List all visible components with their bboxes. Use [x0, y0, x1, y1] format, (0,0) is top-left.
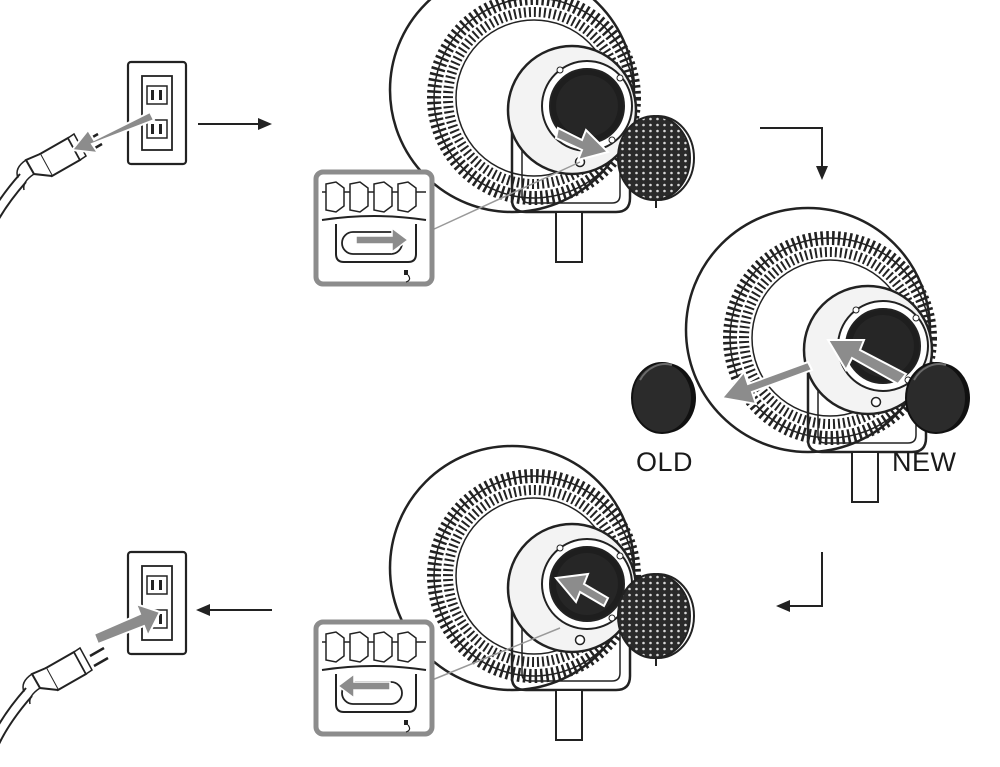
pull-arrow-icon — [70, 110, 156, 155]
flow-arrow-2 — [760, 127, 823, 168]
new-filter-icon — [905, 362, 971, 434]
step-install-filter — [316, 446, 695, 740]
inset-leader-line — [431, 161, 581, 231]
arrowhead-left-icon — [196, 604, 210, 616]
arrowhead-left-icon — [776, 600, 790, 612]
new-filter-label: NEW — [892, 447, 957, 477]
flow-arrow-3 — [790, 552, 823, 607]
push-arrow-icon — [92, 602, 162, 646]
old-filter-label: OLD — [636, 447, 694, 477]
step-remove-filter — [316, 0, 695, 284]
arrowhead-right-icon — [258, 118, 272, 130]
slide-right-arrow-icon — [355, 226, 410, 254]
arrowhead-down-icon — [816, 166, 828, 180]
out-arrow-icon — [720, 360, 814, 406]
wall-outlet-icon — [126, 60, 188, 166]
old-filter-icon — [631, 362, 697, 434]
latch-slider-icon — [316, 622, 432, 734]
slide-left-arrow-icon — [336, 672, 391, 700]
step-plug-in — [0, 550, 188, 758]
wall-outlet-icon — [126, 550, 188, 656]
remove-arrow-icon — [554, 126, 610, 162]
install-arrow-icon — [554, 572, 610, 608]
power-plug-icon — [0, 646, 110, 758]
step-unplug — [0, 60, 188, 244]
step-swap-filter — [631, 208, 971, 502]
in-arrow-icon — [826, 339, 908, 386]
inset-leader-line — [431, 627, 561, 681]
latch-slider-icon — [316, 172, 432, 284]
